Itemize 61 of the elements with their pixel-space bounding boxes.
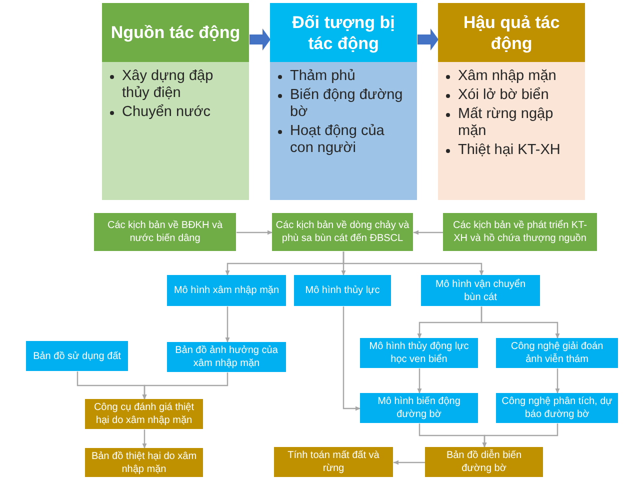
connector-arrow <box>394 460 426 465</box>
process-box <box>360 338 478 368</box>
bullet-item: Thiệt hại KT-XH <box>444 142 560 159</box>
process-box <box>167 342 286 372</box>
process-box <box>85 448 203 477</box>
process-label: Bản đồ ảnh hưởng của xâm nhập mặn <box>174 344 279 370</box>
process-label: Các kịch bản về phát triển KT-XH và hồ chứa thượng nguồn <box>452 219 588 245</box>
process-label: Mô hình xâm nhập mặn <box>174 284 280 297</box>
process-label: Bản đồ thiệt hại do xâm nhập mặn <box>90 450 198 476</box>
process-label: Công cụ đánh giá thiệt hại do xâm nhập mặn <box>92 401 196 427</box>
category-card <box>102 3 249 200</box>
process-label: Bản đồ diễn biến đường bờ <box>445 449 523 475</box>
process-box <box>94 213 236 251</box>
process-label: Mô hình vận chuyển bùn cát <box>434 278 527 304</box>
process-label: Các kịch bản về dòng chảy và phù sa bùn cát đến ĐBSCL <box>274 219 410 245</box>
process-box <box>360 393 478 423</box>
process-box <box>167 275 286 306</box>
category-card <box>270 3 417 200</box>
process-box <box>425 447 543 477</box>
connector-arrow <box>142 372 228 400</box>
connector-arrow <box>555 368 560 394</box>
process-label: Công nghệ phân tích, dự báo đường bờ <box>500 395 614 421</box>
bullet-item: Xây dựng đập thủy điện <box>108 68 241 102</box>
bullet-item: Biến động đường bờ <box>276 87 409 121</box>
connector-arrow <box>414 230 444 235</box>
process-label: Mô hình biến động đường bờ <box>376 395 462 421</box>
process-box <box>294 275 391 306</box>
bullet-item: Hoạt động của con người <box>276 123 409 157</box>
connector-arrow <box>342 306 360 411</box>
bullet-item: Xâm nhập mặn <box>444 68 556 85</box>
process-box <box>26 341 128 371</box>
process-box <box>274 447 393 477</box>
card-header: Nguồn tác động <box>102 3 249 62</box>
connector-arrow <box>417 368 422 394</box>
connector-arrow <box>342 252 484 276</box>
process-box <box>496 393 618 423</box>
process-box <box>85 399 203 429</box>
process-box <box>443 213 597 251</box>
process-box <box>421 275 540 306</box>
bullet-item: Thảm phủ <box>276 68 356 85</box>
card-header: Đối tượng bị tác động <box>270 3 417 62</box>
block-arrow <box>250 28 270 50</box>
process-label: Công nghệ giải đoán ảnh viễn thám <box>510 340 604 366</box>
block-arrow <box>418 28 438 50</box>
bullet-item: Xói lở bờ biển <box>444 87 549 104</box>
bullet-item: Mất rừng ngập mặn <box>444 106 577 140</box>
process-label: Các kịch bản về BĐKH và nước biến dâng <box>106 219 224 245</box>
process-label: Tính toán mất đất và rừng <box>286 449 380 475</box>
connector-arrow <box>482 424 558 448</box>
process-label: Mô hình thủy động lực học ven biển <box>368 340 470 366</box>
connector-arrow <box>480 306 560 338</box>
process-box <box>272 213 413 251</box>
connector-arrow <box>236 230 272 235</box>
category-card <box>438 3 585 200</box>
process-label: Mô hình thủy lực <box>305 284 380 297</box>
card-header: Hậu quả tác động <box>438 3 585 62</box>
process-label: Bản đồ sử dụng đất <box>33 350 121 362</box>
process-box <box>496 338 618 368</box>
bullet-item: Chuyển nước <box>108 104 211 121</box>
connector-arrow <box>225 306 230 342</box>
connector-arrow <box>142 430 147 448</box>
